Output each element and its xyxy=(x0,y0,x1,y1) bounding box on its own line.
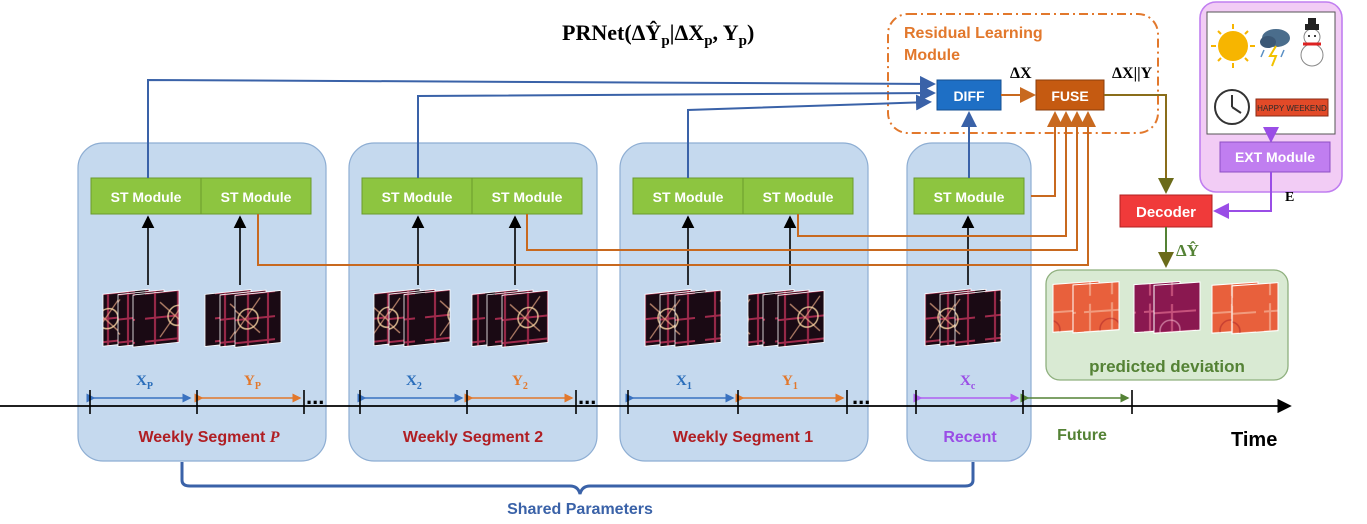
ext-to-decoder-arrow xyxy=(1213,172,1272,219)
y-2-label: Y2 xyxy=(512,373,528,392)
y-p-label: YP xyxy=(244,373,261,392)
heatmap-stack-1-x xyxy=(644,288,722,348)
blue-x-arrows xyxy=(147,75,977,178)
shared-parameters-brace xyxy=(180,462,975,495)
sun-icon xyxy=(1211,24,1255,68)
segment-1-label: Weekly Segment 1 xyxy=(673,429,813,446)
diff-block: DIFF xyxy=(936,79,1002,111)
snowman-icon xyxy=(1300,18,1324,67)
orange-y-arrows xyxy=(257,111,1096,266)
delta-x-y-label: ΔX||Y xyxy=(1112,65,1153,82)
st-module-2-y: ST Module xyxy=(471,177,583,215)
happy-weekend-banner: HAPPY WEEKEND xyxy=(1255,98,1329,117)
timeline-ticks xyxy=(89,390,1133,414)
x-c-label: Xc xyxy=(960,373,976,392)
residual-module-label-1: Residual Learning xyxy=(904,25,1043,42)
heatmap-stack-p-x xyxy=(102,288,180,348)
svg-text:ST Module: ST Module xyxy=(382,189,453,205)
st-module-p-x: ST Module xyxy=(90,177,202,215)
st-module-2-x: ST Module xyxy=(361,177,473,215)
ellipsis-2: ... xyxy=(578,384,596,409)
ext-output-label: E xyxy=(1285,190,1294,205)
heatmap-stack-2-x xyxy=(373,288,451,347)
st-module-recent: ST Module xyxy=(913,177,1025,215)
decoder-block: Decoder xyxy=(1119,194,1213,228)
predicted-deviation-label: predicted deviation xyxy=(1089,357,1245,376)
y-1-label: Y1 xyxy=(782,373,798,392)
st-module-p-y: ST Module xyxy=(200,177,312,215)
heatmap-stack-recent xyxy=(924,288,1002,348)
residual-module-label-2: Module xyxy=(904,47,960,64)
svg-text:DIFF: DIFF xyxy=(953,88,985,104)
svg-text:ST Module: ST Module xyxy=(934,189,1005,205)
segment-p-label: Weekly Segment P xyxy=(138,429,279,446)
ellipsis-1: ... xyxy=(306,384,324,409)
svg-text:HAPPY WEEKEND: HAPPY WEEKEND xyxy=(1257,104,1327,113)
x-1-label: X1 xyxy=(676,373,692,392)
heatmap-stack-2-y xyxy=(471,289,549,348)
x-2-label: X2 xyxy=(406,373,422,392)
fuse-block: FUSE xyxy=(1035,79,1105,111)
x-p-label: XP xyxy=(136,373,153,392)
ellipsis-3: ... xyxy=(852,384,870,409)
delta-y-hat-label: ΔŶ xyxy=(1176,241,1199,260)
st-module-1-x: ST Module xyxy=(632,177,744,215)
predicted-heatmaps xyxy=(1052,280,1279,335)
svg-text:EXT Module: EXT Module xyxy=(1235,149,1315,165)
heatmap-stack-p-y xyxy=(204,289,282,348)
fuse-to-decoder-arrow xyxy=(1104,94,1174,194)
shared-parameters-label: Shared Parameters xyxy=(507,501,653,518)
svg-text:Decoder: Decoder xyxy=(1136,204,1196,221)
future-label: Future xyxy=(1057,427,1107,444)
svg-text:ST Module: ST Module xyxy=(111,189,182,205)
svg-text:ST Module: ST Module xyxy=(763,189,834,205)
st-module-1-y: ST Module xyxy=(742,177,854,215)
ext-module-block: EXT Module xyxy=(1219,141,1331,173)
svg-text:ST Module: ST Module xyxy=(653,189,724,205)
segment-2-label: Weekly Segment 2 xyxy=(403,429,543,446)
interval-labels: XP YP X2 Y2 X1 Y1 Xc xyxy=(136,373,976,392)
delta-x-label: ΔX xyxy=(1010,65,1032,82)
svg-text:ST Module: ST Module xyxy=(221,189,292,205)
svg-text:FUSE: FUSE xyxy=(1051,88,1088,104)
segment-panel-p xyxy=(77,142,327,462)
residual-module-box xyxy=(887,13,1159,134)
title-formula: PRNet(ΔŶp|ΔXp, Yp) xyxy=(562,20,754,49)
storm-cloud-icon xyxy=(1260,29,1290,67)
recent-label: Recent xyxy=(943,429,997,446)
svg-text:ST Module: ST Module xyxy=(492,189,563,205)
time-label: Time xyxy=(1231,429,1277,451)
heatmap-stack-1-y xyxy=(747,289,825,348)
clock-icon xyxy=(1214,89,1250,125)
